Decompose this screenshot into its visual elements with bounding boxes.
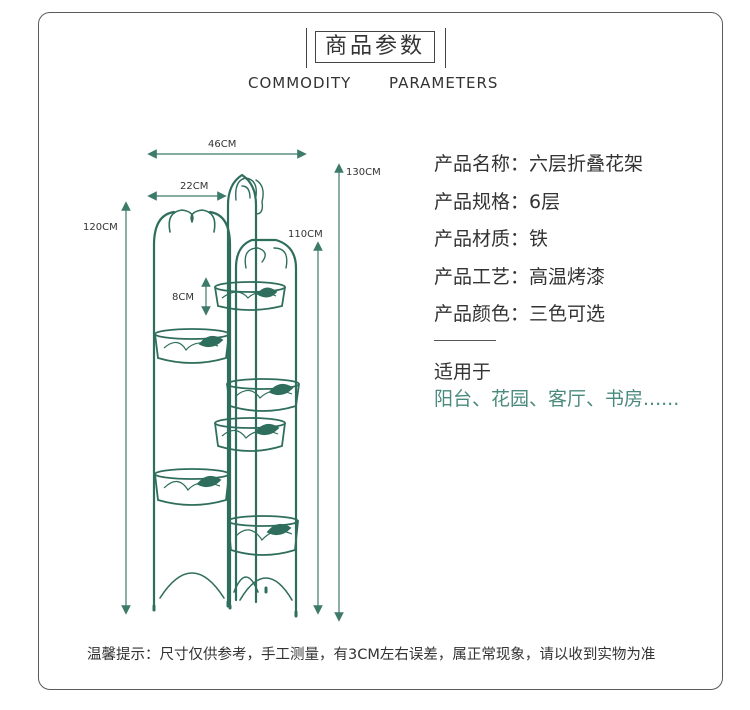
param-value: 高温烤漆 [529,265,606,288]
tray-1 [214,281,286,311]
tray-3 [226,378,300,412]
param-label: 产品规格： [434,190,530,213]
total-height-label: 130CM [346,167,381,178]
tray-4 [214,417,286,452]
param-row-material: 产品材质：铁 [434,226,643,264]
param-value: 三色可选 [529,303,606,325]
left-panel-post-inner [208,210,232,608]
param-value: 铁 [529,228,549,250]
tray-5 [154,468,230,506]
tray-6 [227,515,299,556]
param-value: 6层 [529,190,561,213]
inner-width-label: 22CM [180,181,208,192]
dimension-lines [121,149,344,622]
right-panel-scroll [244,247,288,269]
param-label: 产品材质： [434,228,530,250]
usage-value: 阳台、花园、客厅、书房...... [434,388,680,410]
middle-panel-top-curl [255,179,264,215]
plant-stand [152,173,298,618]
left-panel-post-outer [152,210,176,608]
product-card [38,12,723,690]
usage-label: 适用于 [434,361,492,383]
subtitle-parameters: PARAMETERS [389,74,499,92]
page-title: 商品参数 [315,31,435,63]
tier-gap-label: 8CM [172,292,194,303]
top-width-label: 46CM [208,139,236,150]
left-panel-scroll [168,209,216,233]
param-row-color: 产品颜色：三色可选 [434,301,643,339]
parameter-list: 产品名称：六层折叠花架 产品规格：6层 产品材质：铁 产品工艺：高温烤漆 产品颜… [434,151,643,339]
param-label: 产品名称： [434,153,530,175]
footer-note: 温馨提示：尺寸仅供参考，手工测量，有3CM左右误差，属正常现象，请以收到实物为准 [87,647,656,663]
middle-panel [226,173,258,604]
left-panel-arch [159,572,225,599]
param-row-process: 产品工艺：高温烤漆 [434,264,643,302]
divider [434,340,496,341]
trays [154,281,300,556]
right-panel [234,238,298,614]
param-label: 产品颜色： [434,303,530,325]
stand-feet [152,586,298,618]
left-height-label: 120CM [83,222,118,233]
middle-panel-scroll [235,177,257,201]
title-frame: 商品参数 [306,28,446,68]
param-label: 产品工艺： [434,265,530,288]
subtitle-commodity: COMMODITY [248,74,352,92]
param-value: 六层折叠花架 [529,153,644,175]
right-height-label: 110CM [288,229,323,240]
param-row-name: 产品名称：六层折叠花架 [434,151,643,189]
right-panel-arch [239,577,293,601]
param-row-spec: 产品规格：6层 [434,189,643,227]
tray-2 [154,328,230,364]
